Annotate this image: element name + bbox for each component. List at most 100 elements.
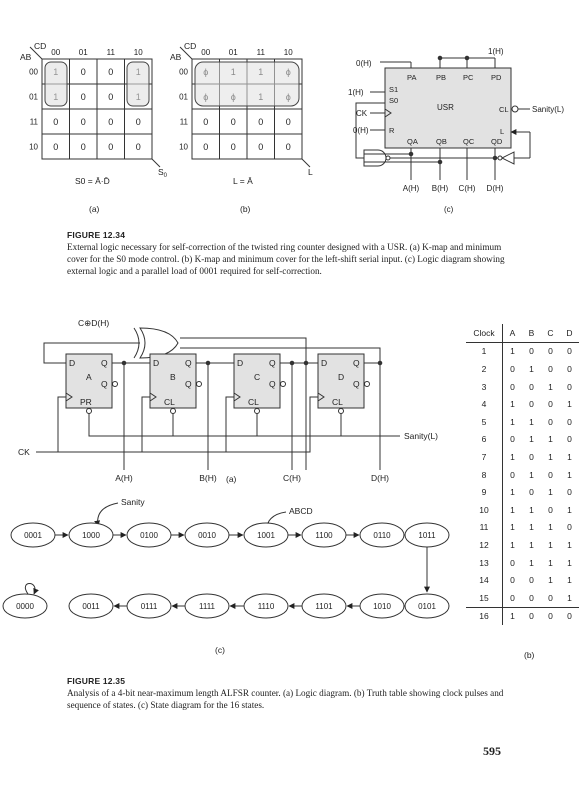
- ff-pin-d: D: [237, 358, 243, 368]
- kmap-a-output: S0: [158, 167, 168, 179]
- state-node: 0111: [126, 593, 172, 619]
- tt-cell: 0: [529, 346, 534, 357]
- kmap-col-head: 00: [201, 48, 210, 57]
- kmap-row-head: 01: [179, 93, 188, 102]
- tt-cell: 1: [567, 504, 572, 515]
- ff-name: C: [254, 372, 260, 382]
- tt-cell: 1: [510, 451, 515, 462]
- table-sublabel: (b): [524, 650, 535, 660]
- state-node: 0011: [68, 593, 114, 619]
- sanity-label: Sanity(L): [404, 431, 438, 441]
- page-number: 595: [483, 744, 501, 758]
- tt-cell: 0: [567, 434, 572, 445]
- state-sublabel: (c): [215, 645, 225, 655]
- state-node: 1010: [359, 593, 405, 619]
- usr-box: [384, 67, 512, 149]
- ff-pin-q: Q: [185, 358, 192, 368]
- tt-cell: 9: [466, 483, 503, 501]
- ff-pin-q: Q: [353, 358, 360, 368]
- kmap-cell: 0: [81, 142, 86, 152]
- svg-text:0100: 0100: [140, 531, 158, 540]
- tt-cell: 16: [466, 606, 503, 626]
- ff-name: D: [338, 372, 344, 382]
- usr-in-top: 1(H): [488, 47, 504, 56]
- tt-cell: 6: [466, 430, 503, 449]
- logic-output: D(H): [371, 473, 389, 483]
- caption-12-35: FIGURE 12.35 Analysis of a 4-bit near-ma…: [67, 675, 507, 711]
- tt-cell: 13: [466, 553, 503, 572]
- state-diagram: [25, 502, 430, 609]
- kmap-cell: 0: [231, 142, 236, 152]
- usr-name: USR: [437, 103, 454, 112]
- tt-cell: 0: [548, 363, 553, 374]
- tt-cell: 0: [510, 557, 515, 568]
- tt-cell: 0: [510, 363, 515, 374]
- abcd-label: ABCD: [289, 506, 313, 516]
- tt-cell: 11: [466, 518, 503, 537]
- ff-pin-qbar: Q: [185, 379, 192, 389]
- tt-cell: 1: [529, 557, 534, 568]
- tt-cell: 0: [510, 469, 515, 480]
- usr-output: A(H): [403, 184, 420, 193]
- ff-pin-qbar: Q: [269, 379, 276, 389]
- kmap-cell: 0: [203, 142, 208, 152]
- tt-cell: 3: [466, 377, 503, 396]
- tt-cell: 0: [529, 487, 534, 498]
- state-node: 1011: [404, 522, 450, 548]
- kmap-cell: 0: [258, 142, 263, 152]
- kmap-cell: 0: [53, 142, 58, 152]
- xor-label: C⊕D(H): [78, 318, 109, 328]
- tt-cell: 1: [567, 557, 572, 568]
- kmap-b-sublabel: (b): [240, 204, 251, 214]
- tt-cell: 1: [567, 539, 572, 550]
- kmap-cell: 0: [81, 92, 86, 102]
- usr-in-s1: 1(H): [348, 88, 364, 97]
- tt-cell: 0: [567, 487, 572, 498]
- kmap-row-head: 00: [179, 68, 188, 77]
- tt-cell: 1: [510, 504, 515, 515]
- kmap-cell: 0: [81, 117, 86, 127]
- tt-cell: 1: [466, 342, 503, 361]
- kmap-row-head: 00: [29, 68, 38, 77]
- kmap-b-corner-top: CD: [184, 41, 196, 51]
- kmap-b-corner-left: AB: [170, 52, 182, 62]
- tt-cell: 10: [466, 500, 503, 519]
- kmap-cell: 0: [108, 142, 113, 152]
- usr-cl: CL: [499, 105, 509, 114]
- tt-cell: 1: [567, 575, 572, 586]
- tt-cell: 0: [529, 381, 534, 392]
- ff-ctrl: CL: [164, 397, 175, 407]
- tt-cell: 0: [548, 416, 553, 427]
- state-node: 0010: [184, 522, 230, 548]
- kmap-cell: 0: [108, 117, 113, 127]
- kmap-b-equation: L = Ā: [233, 176, 253, 186]
- usr-pin-bottom: QB: [436, 137, 447, 146]
- svg-text:0001: 0001: [24, 531, 42, 540]
- state-node: 1000: [68, 522, 114, 548]
- logic-output: B(H): [199, 473, 217, 483]
- ff-pin-q: Q: [269, 358, 276, 368]
- svg-text:0110: 0110: [373, 531, 391, 540]
- alfsr-logic: [36, 327, 400, 470]
- tt-cell: 1: [529, 469, 534, 480]
- tt-cell: 1: [567, 451, 572, 462]
- tt-cell: 1: [529, 504, 534, 515]
- tt-cell: 0: [567, 363, 572, 374]
- tt-cell: 0: [529, 575, 534, 586]
- tt-cell: 1: [529, 363, 534, 374]
- usr-diagram: [355, 55, 531, 180]
- tt-cell: 1: [548, 487, 553, 498]
- ff-pin-qbar: Q: [101, 379, 108, 389]
- tt-cell: 0: [567, 346, 572, 357]
- tt-cell: 1: [529, 539, 534, 550]
